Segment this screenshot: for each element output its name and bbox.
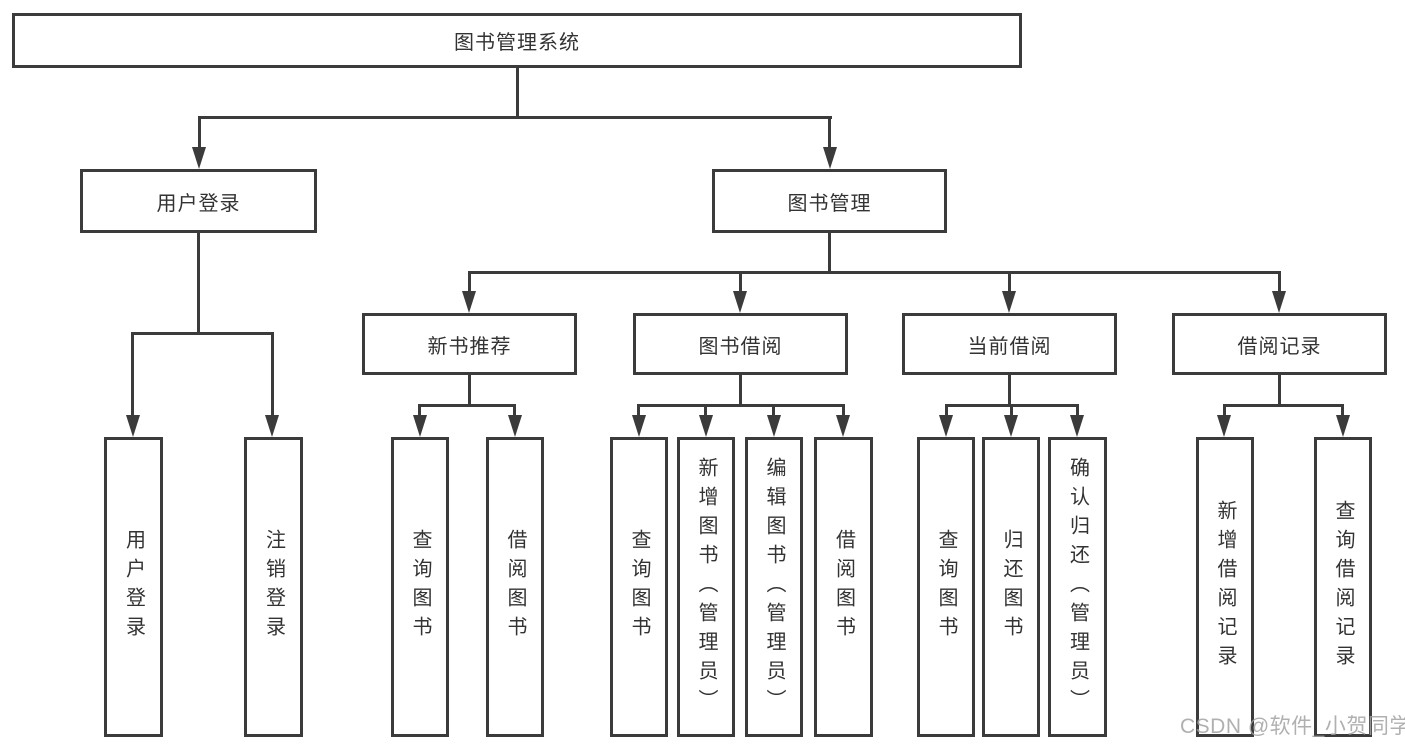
leaf-cb-query-book-label: 查询图书 xyxy=(935,529,957,645)
node-book-mgmt-label: 图书管理 xyxy=(787,192,872,215)
leaf-rec-query-book: 查询图书 xyxy=(391,437,449,737)
connector-to-book-mgmt xyxy=(828,116,831,148)
connector-leaf-drop xyxy=(513,404,516,417)
leaf-br-query-record: 查询借阅记录 xyxy=(1314,437,1372,737)
connector-leaf-drop xyxy=(1076,404,1079,417)
arrow-down-icon xyxy=(1272,291,1286,313)
node-book-borrow-label: 图书借阅 xyxy=(698,335,783,358)
arrow-down-icon xyxy=(1217,415,1231,437)
leaf-cb-confirm-return-admin: 确认归还（管理员） xyxy=(1048,437,1107,737)
connector-leaf-drop xyxy=(945,404,948,417)
arrow-down-icon xyxy=(823,147,837,169)
connector-user-login-stem xyxy=(197,233,200,334)
node-new-book-rec: 新书推荐 xyxy=(362,313,577,375)
connector-to-new-book-rec xyxy=(468,271,471,293)
arrow-down-icon xyxy=(1336,415,1350,437)
connector-leaf-drop xyxy=(637,404,640,417)
connector-to-logout-leaf xyxy=(271,332,274,417)
node-user-login-label: 用户登录 xyxy=(156,192,241,215)
leaf-bb-query-book-label: 查询图书 xyxy=(628,529,650,645)
connector-book-mgmt-branch xyxy=(468,271,1281,274)
connector-book-borrow-stem xyxy=(739,375,742,407)
arrow-down-icon xyxy=(265,415,279,437)
leaf-user-login-label: 用户登录 xyxy=(122,529,145,645)
node-root-label: 图书管理系统 xyxy=(454,32,580,54)
leaf-br-add-record: 新增借阅记录 xyxy=(1196,437,1254,737)
arrow-down-icon xyxy=(836,415,850,437)
arrow-down-icon xyxy=(1004,415,1018,437)
node-new-book-rec-label: 新书推荐 xyxy=(427,335,512,358)
leaf-logout-label: 注销登录 xyxy=(262,529,285,645)
leaf-logout: 注销登录 xyxy=(244,437,303,737)
leaf-rec-borrow-book: 借阅图书 xyxy=(486,437,544,737)
leaf-bb-borrow-book-label: 借阅图书 xyxy=(832,529,855,645)
arrow-down-icon xyxy=(632,415,646,437)
connector-leaf-drop xyxy=(842,404,845,417)
connector-to-user-login xyxy=(198,116,201,148)
node-current-borrow: 当前借阅 xyxy=(902,313,1117,375)
leaf-cb-return-book-label: 归还图书 xyxy=(1000,529,1022,645)
leaf-bb-add-book-admin-label: 新增图书（管理员） xyxy=(695,456,717,718)
leaf-br-add-record-label: 新增借阅记录 xyxy=(1214,500,1236,674)
connector-user-login-branch xyxy=(131,332,274,335)
watermark: CSDN @软件_小贺同学 xyxy=(1180,715,1405,738)
arrow-down-icon xyxy=(126,415,140,437)
leaf-br-query-record-label: 查询借阅记录 xyxy=(1332,500,1354,674)
connector-book-borrow-branch xyxy=(637,404,845,407)
node-current-borrow-label: 当前借阅 xyxy=(967,335,1052,358)
connector-borrow-record-branch xyxy=(1223,404,1344,407)
connector-to-current-borrow xyxy=(1008,271,1011,293)
arrow-down-icon xyxy=(767,415,781,437)
arrow-down-icon xyxy=(413,415,427,437)
connector-leaf-drop xyxy=(1223,404,1226,417)
arrow-down-icon xyxy=(462,291,476,313)
connector-leaf-drop xyxy=(772,404,775,417)
leaf-bb-query-book: 查询图书 xyxy=(610,437,668,737)
leaf-bb-borrow-book: 借阅图书 xyxy=(814,437,873,737)
leaf-cb-confirm-return-admin-label: 确认归还（管理员） xyxy=(1066,456,1089,718)
arrow-down-icon xyxy=(508,415,522,437)
node-borrow-record: 借阅记录 xyxy=(1172,313,1387,375)
connector-leaf-drop xyxy=(704,404,707,417)
connector-book-mgmt-stem xyxy=(828,233,831,274)
arrow-down-icon xyxy=(939,415,953,437)
connector-current-borrow-stem xyxy=(1008,375,1011,407)
node-borrow-record-label: 借阅记录 xyxy=(1237,335,1322,358)
leaf-bb-edit-book-admin: 编辑图书（管理员） xyxy=(745,437,803,737)
node-book-mgmt: 图书管理 xyxy=(712,169,947,233)
arrow-down-icon xyxy=(1002,291,1016,313)
leaf-cb-query-book: 查询图书 xyxy=(917,437,975,737)
leaf-rec-borrow-book-label: 借阅图书 xyxy=(504,529,526,645)
connector-to-user-login-leaf xyxy=(131,332,134,417)
node-user-login: 用户登录 xyxy=(80,169,317,233)
leaf-bb-add-book-admin: 新增图书（管理员） xyxy=(677,437,735,737)
arrow-down-icon xyxy=(1070,415,1084,437)
node-book-borrow: 图书借阅 xyxy=(633,313,848,375)
leaf-bb-edit-book-admin-label: 编辑图书（管理员） xyxy=(763,456,785,718)
connector-new-book-rec-branch xyxy=(418,404,516,407)
leaf-rec-query-book-label: 查询图书 xyxy=(409,529,431,645)
arrow-down-icon xyxy=(192,147,206,169)
connector-leaf-drop xyxy=(418,404,421,417)
leaf-user-login: 用户登录 xyxy=(104,437,163,737)
arrow-down-icon xyxy=(699,415,713,437)
leaf-cb-return-book: 归还图书 xyxy=(982,437,1040,737)
connector-root-stem xyxy=(516,68,519,118)
node-root: 图书管理系统 xyxy=(12,13,1022,68)
connector-leaf-drop xyxy=(1341,404,1344,417)
connector-leaf-drop xyxy=(1010,404,1013,417)
connector-to-book-borrow xyxy=(739,271,742,293)
connector-new-book-rec-stem xyxy=(468,375,471,407)
arrow-down-icon xyxy=(733,291,747,313)
connector-root-branch xyxy=(198,116,832,119)
connector-borrow-record-stem xyxy=(1278,375,1281,407)
connector-to-borrow-record xyxy=(1278,271,1281,293)
